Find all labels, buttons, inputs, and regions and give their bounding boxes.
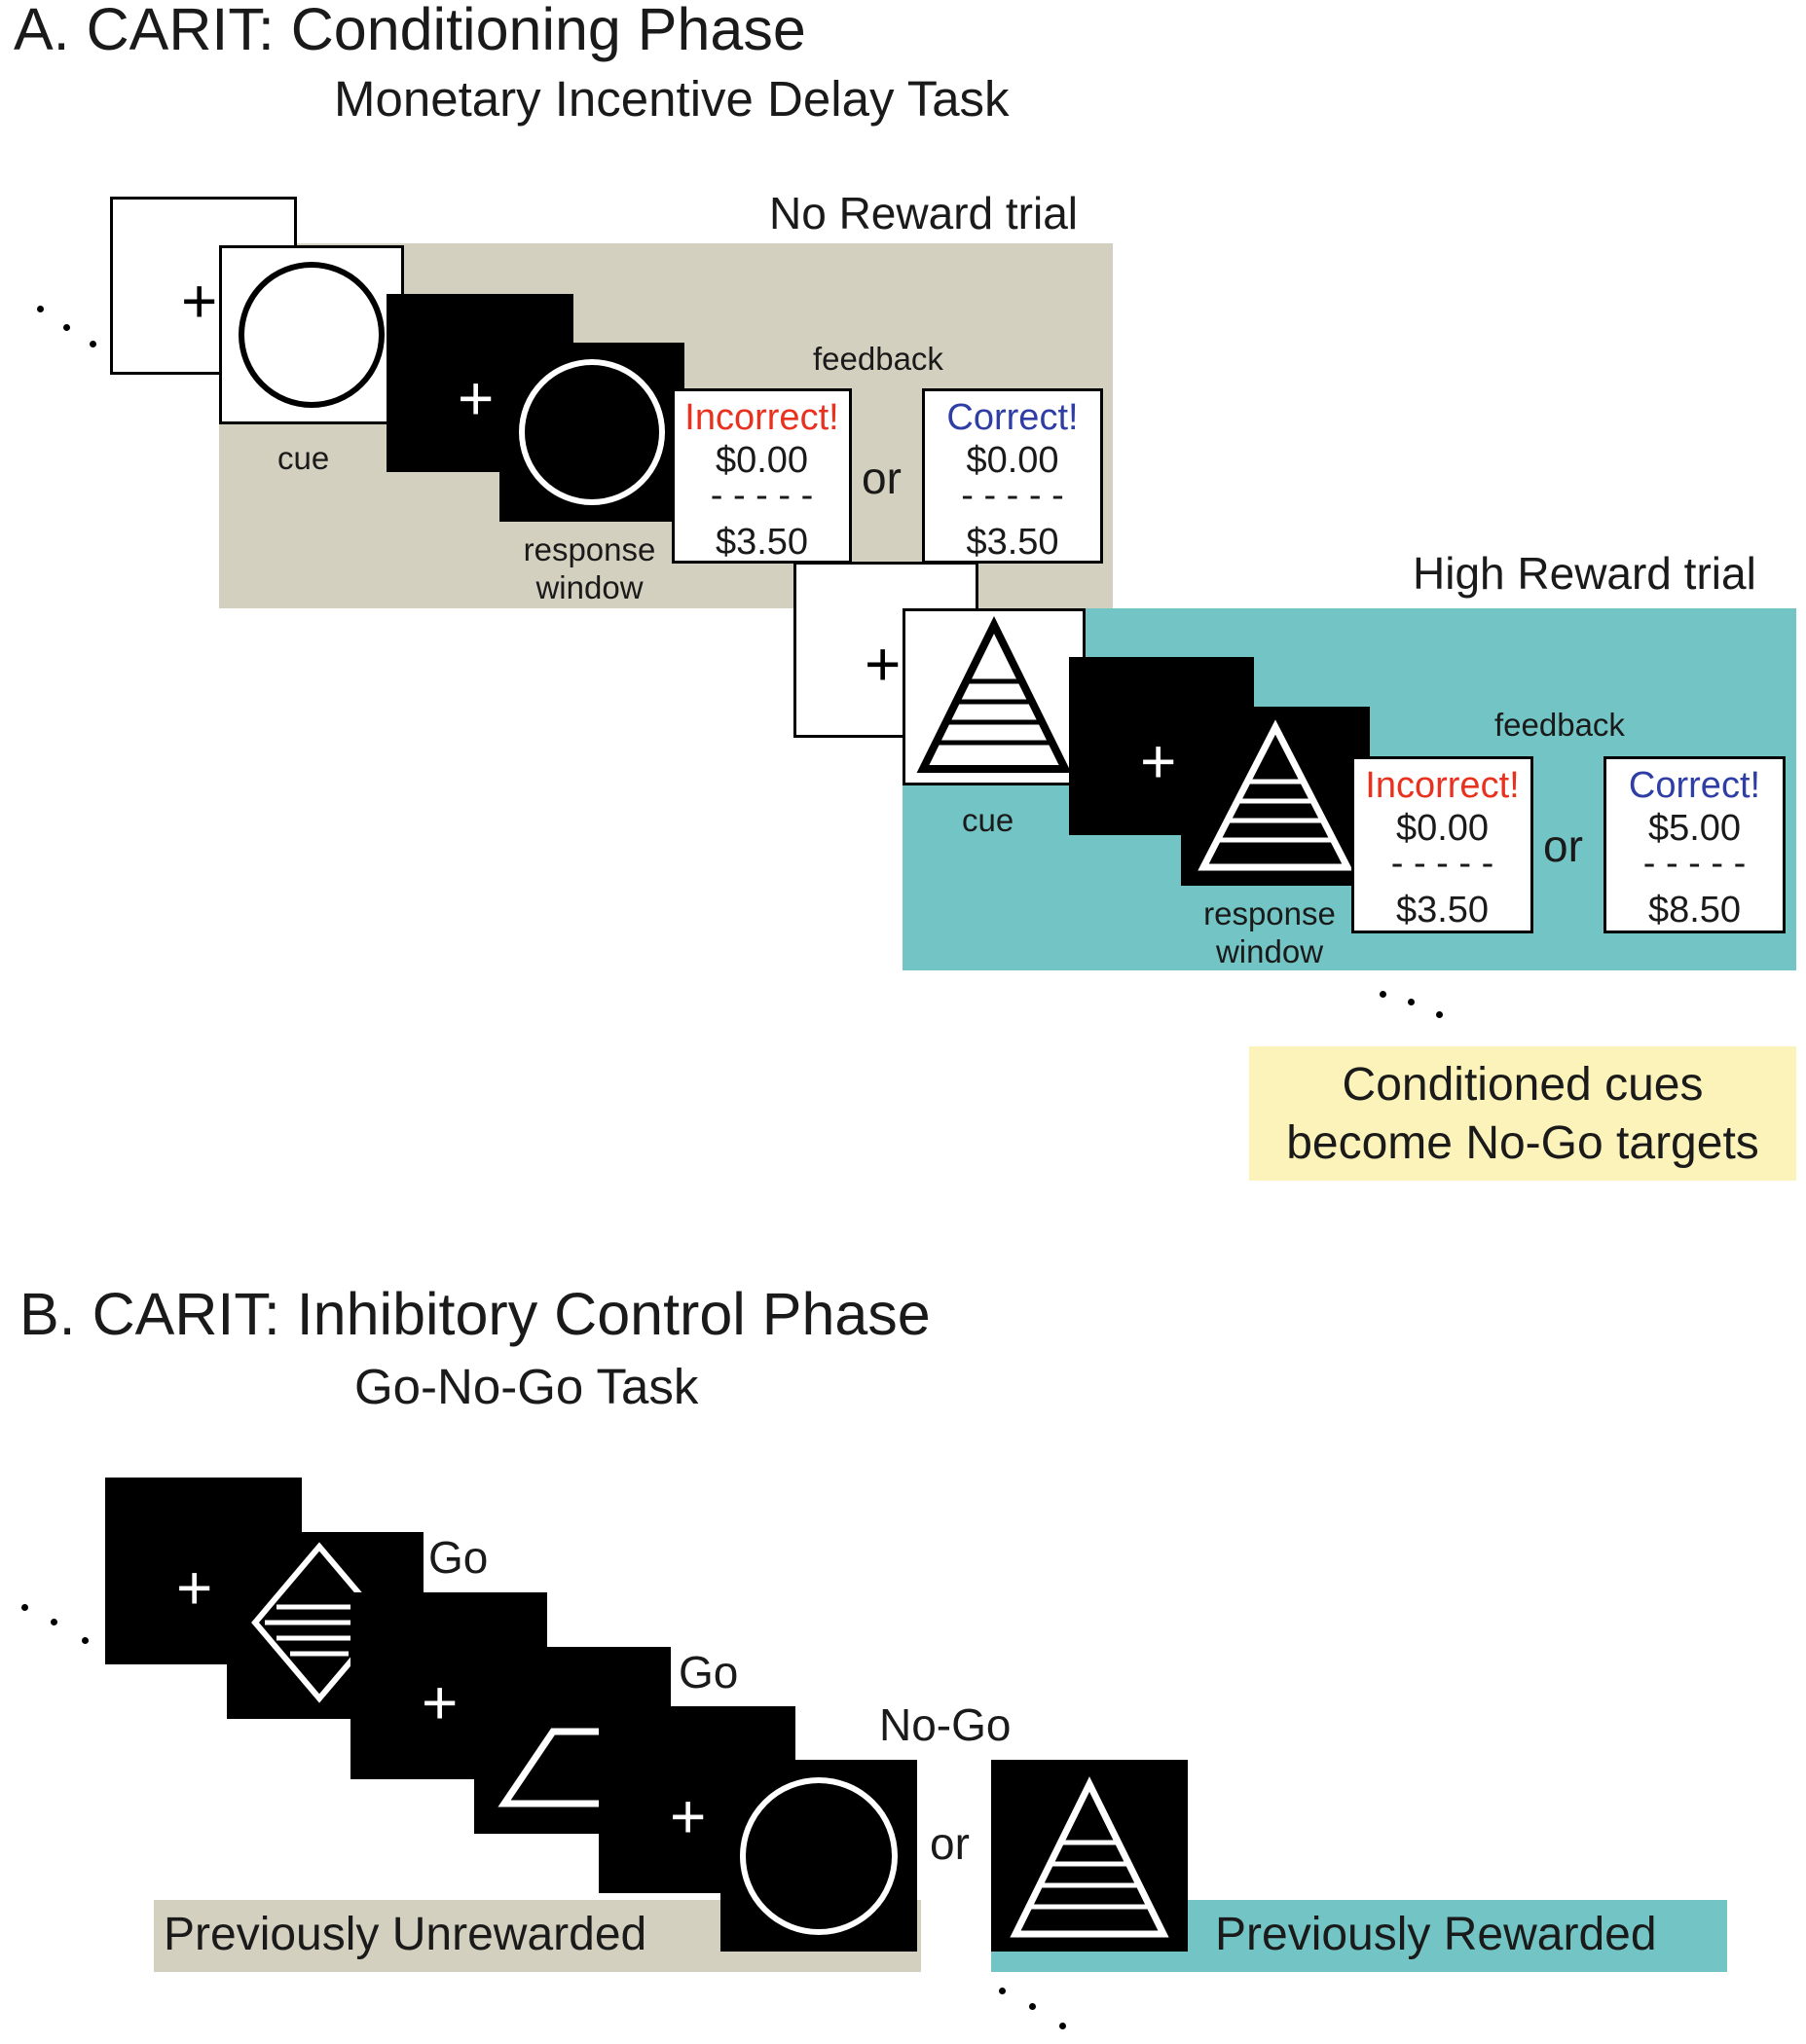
feedback-dashes: - - - - -	[710, 475, 814, 516]
nogo-stimulus-circle	[720, 1760, 917, 1952]
feedback-total: $3.50	[1395, 890, 1490, 931]
feedback-label: feedback	[1494, 707, 1625, 743]
or-text: or	[930, 1818, 970, 1869]
continuation-dot	[1380, 991, 1386, 998]
continuation-dot	[51, 1619, 57, 1625]
fixation-cross: +	[422, 1667, 459, 1737]
panel-a-subtitle: Monetary Incentive Delay Task	[334, 71, 1010, 127]
continuation-dot	[90, 341, 96, 347]
feedback-total: $3.50	[715, 522, 809, 563]
feedback-status: Incorrect!	[1365, 765, 1520, 806]
response-window-screen	[1181, 707, 1370, 886]
previously-unrewarded-label: Previously Unrewarded	[164, 1909, 647, 1960]
fixation-cross: +	[181, 266, 218, 336]
go-label: Go	[679, 1647, 739, 1697]
continuation-dot	[21, 1604, 28, 1611]
go-label: Go	[428, 1532, 489, 1583]
fixation-cross: +	[865, 629, 902, 699]
feedback-total: $3.50	[966, 522, 1059, 563]
fixation-cross: +	[670, 1781, 707, 1851]
or-text: or	[862, 453, 902, 503]
response-label-line1: response	[523, 531, 656, 567]
note-line2: become No-Go targets	[1286, 1117, 1759, 1169]
circle-shape-icon	[239, 262, 385, 408]
feedback-correct-box: Correct! $0.00 - - - - - $3.50	[922, 388, 1103, 564]
feedback-amount: $0.00	[1395, 808, 1490, 849]
response-window-screen	[499, 343, 684, 522]
continuation-dot	[1436, 1011, 1443, 1018]
cue-label: cue	[962, 802, 1014, 838]
feedback-status: Correct!	[946, 397, 1079, 438]
or-text: or	[1543, 821, 1583, 871]
feedback-amount: $0.00	[715, 440, 809, 481]
striped-triangle-icon	[916, 615, 1072, 773]
feedback-dashes: - - - - -	[1642, 843, 1747, 884]
striped-triangle-outline-icon	[1010, 1776, 1169, 1938]
no-reward-trial-label: No Reward trial	[769, 188, 1078, 238]
continuation-dot	[999, 1988, 1006, 1994]
circle-outline-icon	[519, 359, 665, 505]
response-label-line2: window	[1215, 933, 1324, 969]
feedback-amount: $5.00	[1647, 808, 1742, 849]
feedback-amount: $0.00	[966, 440, 1059, 481]
panel-b-subtitle: Go-No-Go Task	[354, 1359, 699, 1414]
cue-label: cue	[277, 440, 330, 476]
cue-screen-circle	[219, 245, 404, 424]
fixation-cross: +	[176, 1552, 213, 1623]
feedback-incorrect-box: Incorrect! $0.00 - - - - - $3.50	[672, 388, 852, 564]
cue-screen-triangle	[903, 608, 1086, 785]
feedback-total: $8.50	[1647, 890, 1742, 931]
panel-a-title: A. CARIT: Conditioning Phase	[14, 0, 806, 62]
feedback-incorrect-box: Incorrect! $0.00 - - - - - $3.50	[1351, 756, 1533, 933]
feedback-dashes: - - - - -	[1390, 843, 1494, 884]
conditioned-cues-note: Conditioned cues become No-Go targets	[1249, 1046, 1796, 1181]
nogo-label: No-Go	[879, 1699, 1012, 1750]
high-reward-trial-label: High Reward trial	[1413, 548, 1756, 599]
continuation-dot	[37, 306, 44, 312]
response-label-line1: response	[1203, 895, 1336, 931]
fixation-cross: +	[1140, 726, 1177, 796]
response-window-label: response window	[514, 533, 665, 603]
feedback-correct-box: Correct! $5.00 - - - - - $8.50	[1603, 756, 1786, 933]
striped-triangle-outline-icon	[1198, 719, 1353, 871]
continuation-dot	[1408, 999, 1415, 1005]
response-label-line2: window	[535, 569, 644, 605]
continuation-dot	[1029, 2003, 1036, 2010]
panel-b-title: B. CARIT: Inhibitory Control Phase	[19, 1281, 931, 1347]
nogo-stimulus-triangle	[991, 1760, 1188, 1952]
note-line1: Conditioned cues	[1342, 1059, 1704, 1111]
continuation-dot	[1059, 2023, 1066, 2029]
fixation-cross: +	[458, 363, 495, 433]
continuation-dot	[63, 324, 70, 331]
feedback-label: feedback	[813, 341, 943, 377]
previously-rewarded-label: Previously Rewarded	[1215, 1909, 1657, 1960]
feedback-status: Correct!	[1628, 765, 1761, 806]
continuation-dot	[82, 1637, 89, 1644]
feedback-dashes: - - - - -	[961, 475, 1064, 516]
response-window-label: response window	[1192, 897, 1347, 967]
feedback-status: Incorrect!	[684, 397, 839, 438]
circle-outline-icon	[740, 1777, 898, 1935]
